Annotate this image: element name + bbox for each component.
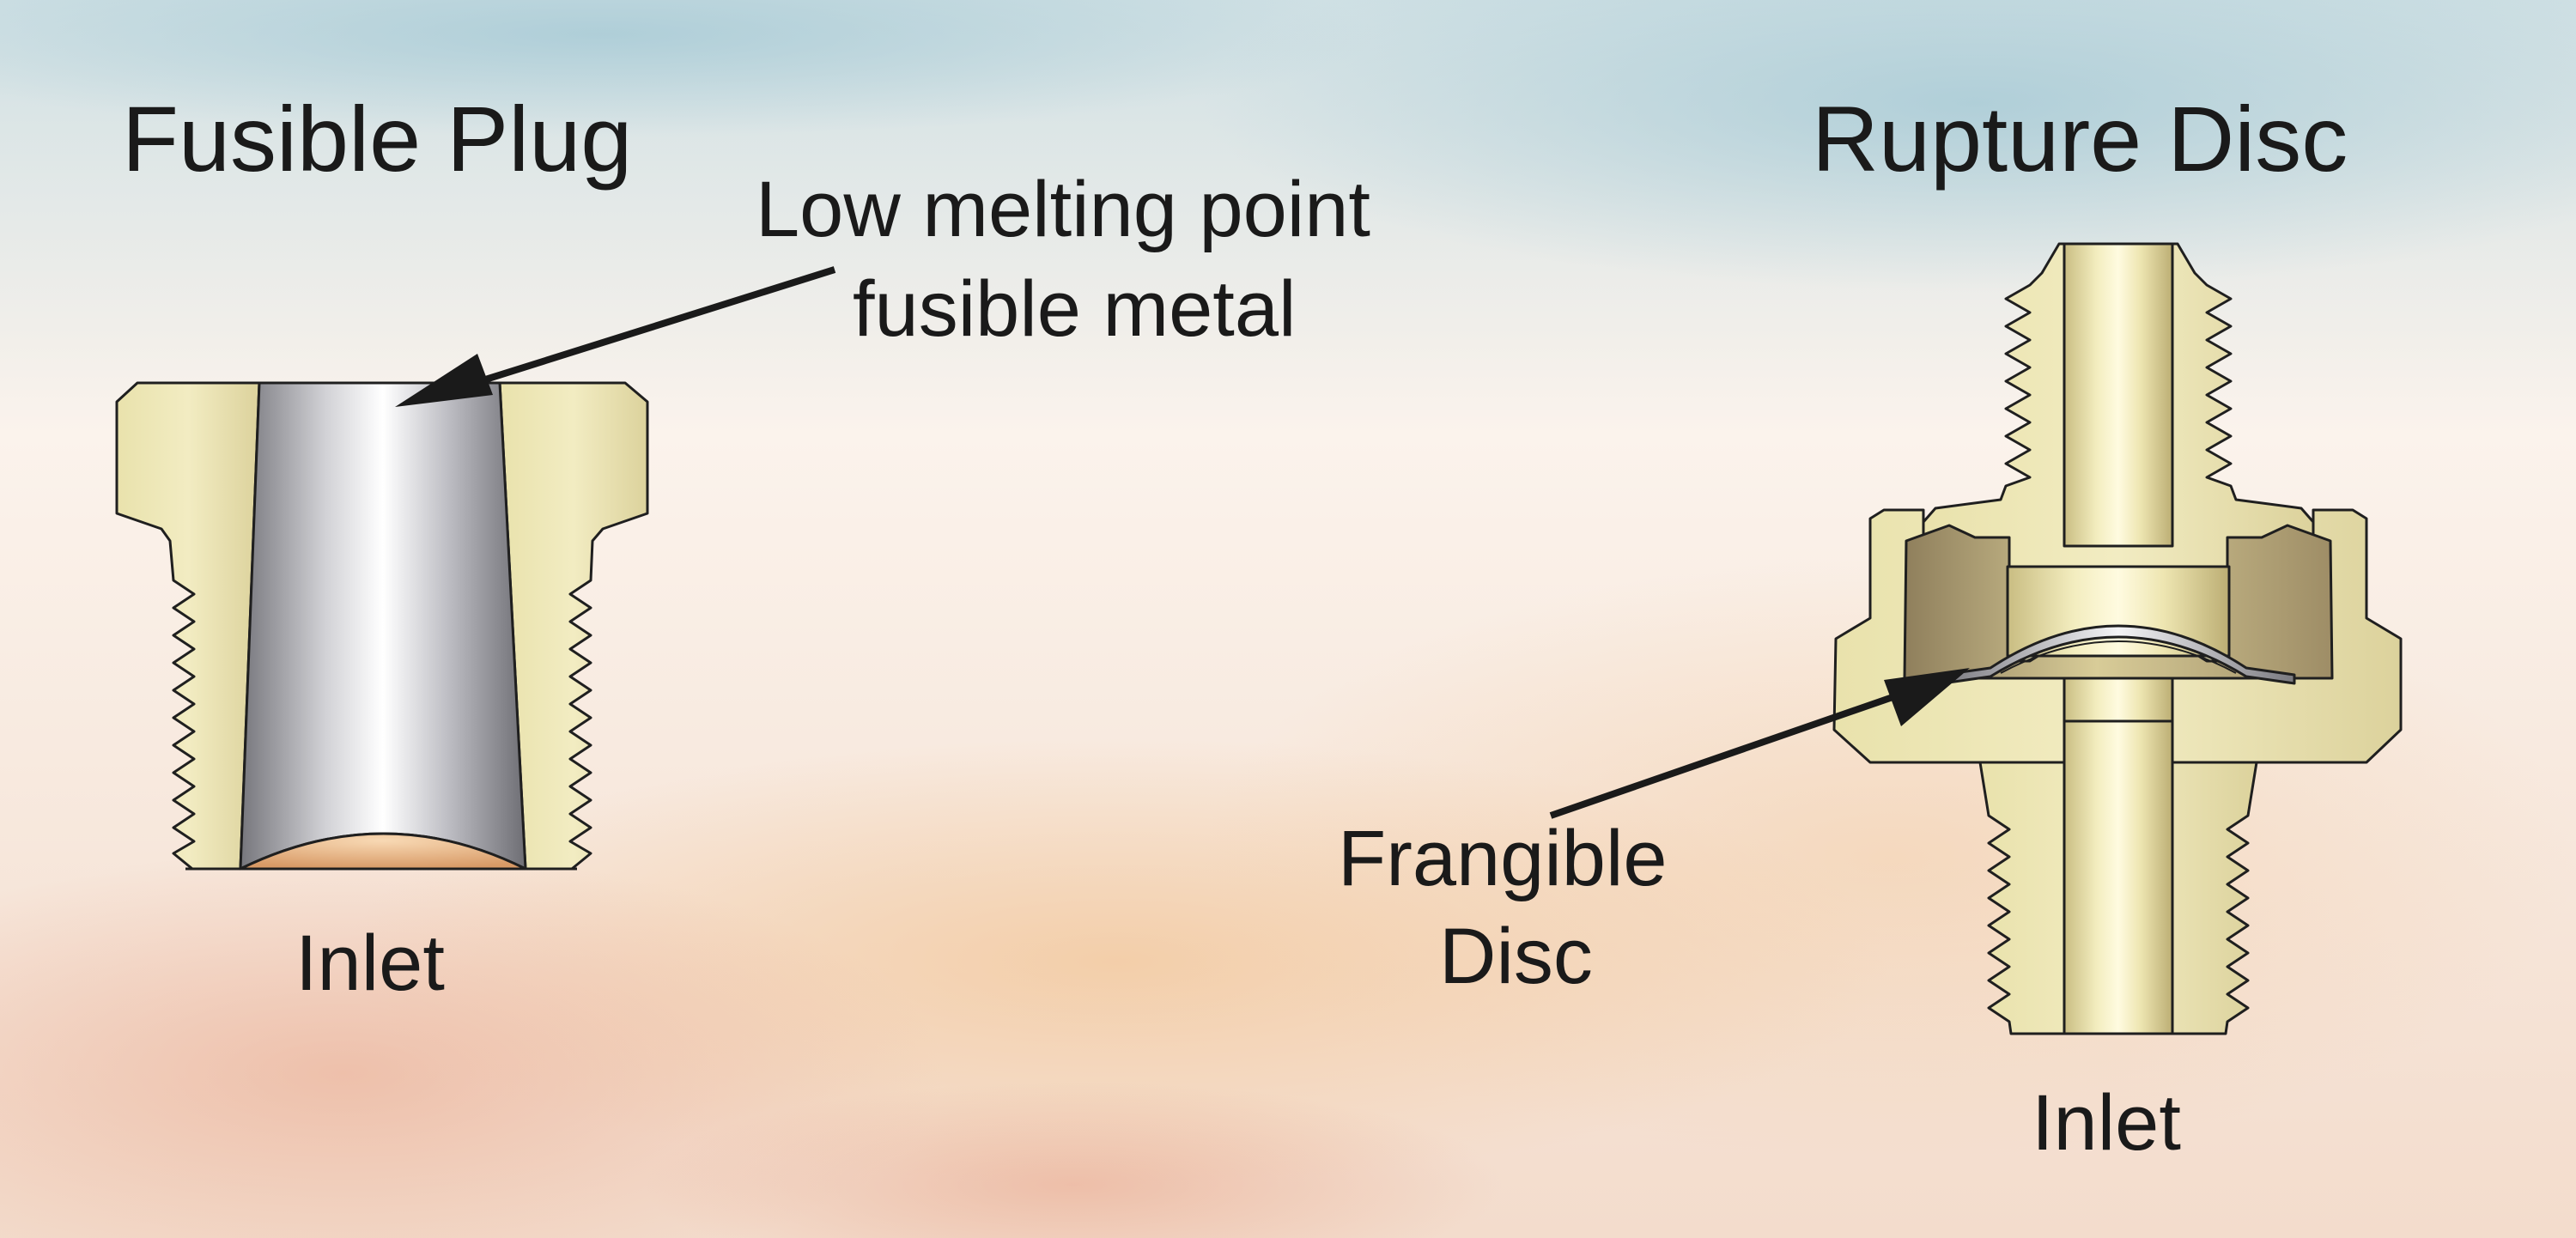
rupture-disc-upper-bore	[2063, 242, 2174, 548]
fusible-plug-illustration	[115, 381, 649, 871]
fusible-metal-core	[239, 381, 527, 871]
rupture-disc-title: Rupture Disc	[1812, 87, 2348, 191]
rupture-disc-illustration	[1832, 242, 2403, 1035]
fusible-plug-inlet-label: Inlet	[295, 919, 445, 1007]
fusible-metal-label-line2: fusible metal	[853, 265, 1297, 353]
fusible-plug-title: Fusible Plug	[122, 87, 633, 191]
frangible-disc-callout-arrow	[1549, 668, 1970, 819]
frangible-disc	[1941, 624, 2296, 685]
fusible-metal-callout-arrow	[395, 266, 836, 407]
rupture-disc-inner-cavity	[1903, 524, 2334, 680]
fusible-plug-inlet-recess	[239, 832, 527, 871]
rupture-disc-inlet-label: Inlet	[2032, 1079, 2181, 1167]
frangible-disc-label-line2: Disc	[1439, 913, 1593, 1000]
fusible-plug-right-wall	[498, 381, 649, 871]
rupture-disc-lower-bore	[2063, 677, 2174, 1035]
fusible-metal-label-line1: Low melting point	[756, 166, 1370, 253]
frangible-disc-label-line1: Frangible	[1338, 815, 1668, 902]
fusible-plug-left-wall	[115, 381, 261, 871]
